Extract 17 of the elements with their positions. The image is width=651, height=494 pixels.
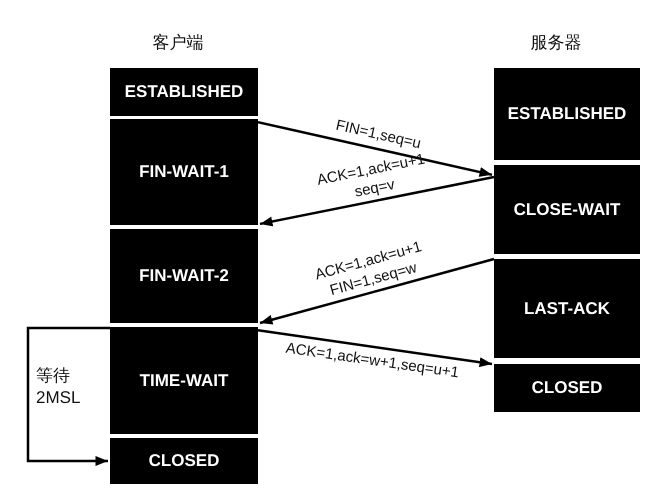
- state-box: TIME-WAIT: [110, 327, 258, 434]
- edge-label: 等待 2MSL: [36, 364, 80, 408]
- state-box: FIN-WAIT-2: [110, 229, 258, 323]
- bracket-arrow: [26, 326, 110, 466]
- column-heading: 服务器: [530, 32, 582, 54]
- arrow: [258, 328, 492, 368]
- arrow: [258, 120, 492, 177]
- state-box: CLOSED: [494, 364, 640, 412]
- arrow: [260, 176, 494, 226]
- arrow: [260, 258, 494, 325]
- state-box: ESTABLISHED: [494, 68, 640, 160]
- state-box: FIN-WAIT-1: [110, 119, 258, 225]
- state-box: CLOSED: [110, 438, 258, 484]
- state-box: CLOSE-WAIT: [494, 165, 640, 254]
- state-box: ESTABLISHED: [110, 68, 258, 116]
- state-box: LAST-ACK: [494, 259, 640, 358]
- column-heading: 客户端: [152, 32, 204, 54]
